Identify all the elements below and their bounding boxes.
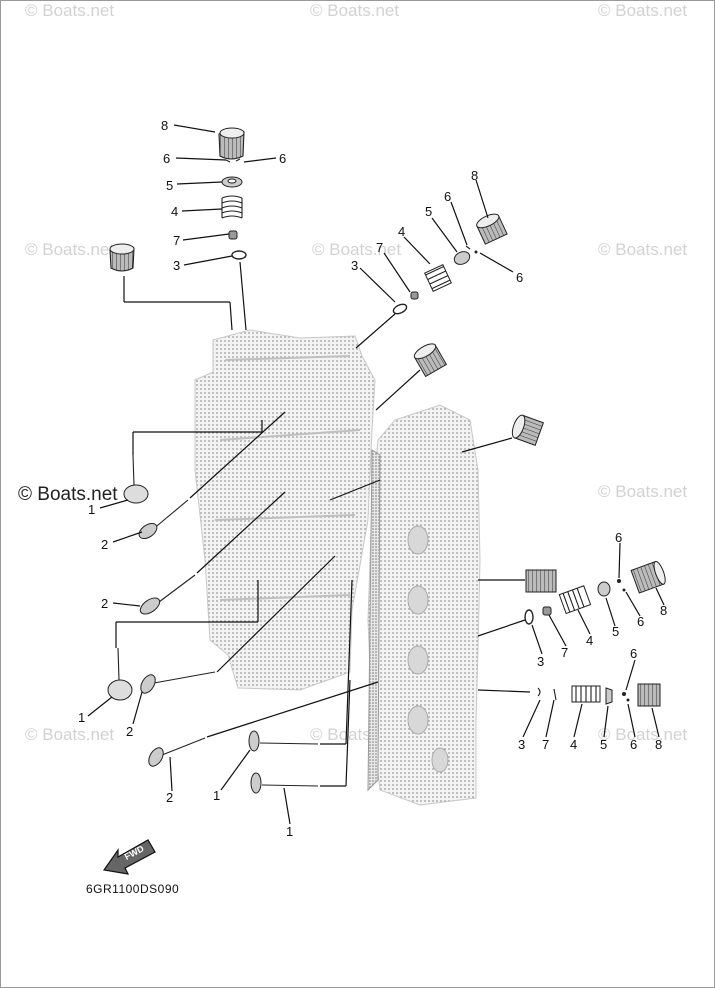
callout-6: 6 bbox=[630, 646, 637, 661]
watermark-text: © Boats.net bbox=[25, 240, 114, 259]
lifter-mid-2 bbox=[461, 414, 545, 453]
watermark-text: © Boats.net bbox=[598, 725, 687, 744]
callout-4: 4 bbox=[570, 737, 577, 752]
callout-6: 6 bbox=[630, 737, 637, 752]
callout-8: 8 bbox=[471, 168, 478, 183]
callout-1: 1 bbox=[213, 788, 220, 803]
valve-stack-right-1 bbox=[477, 560, 666, 637]
callout-8: 8 bbox=[655, 737, 662, 752]
callout-3: 3 bbox=[173, 258, 180, 273]
watermark-text: © Boats.net bbox=[18, 484, 118, 505]
callout-2: 2 bbox=[101, 596, 108, 611]
callout-7: 7 bbox=[542, 737, 549, 752]
callout-8: 8 bbox=[161, 118, 168, 133]
lifter-mid-1 bbox=[375, 343, 448, 411]
watermark-text: © Boats.net bbox=[312, 240, 401, 259]
callout-7: 7 bbox=[376, 240, 383, 255]
callout-5: 5 bbox=[166, 178, 173, 193]
callout-2: 2 bbox=[126, 724, 133, 739]
lifter-upper-left bbox=[109, 243, 135, 272]
callout-4: 4 bbox=[171, 204, 178, 219]
callout-6: 6 bbox=[637, 614, 644, 629]
leader-lines bbox=[87, 124, 665, 825]
callout-3: 3 bbox=[518, 737, 525, 752]
callout-8: 8 bbox=[660, 603, 667, 618]
callout-5: 5 bbox=[425, 204, 432, 219]
cylinder-head-right bbox=[367, 404, 481, 806]
callout-4: 4 bbox=[398, 224, 405, 239]
callout-6: 6 bbox=[444, 189, 451, 204]
callout-2: 2 bbox=[166, 790, 173, 805]
callout-7: 7 bbox=[173, 233, 180, 248]
callout-2: 2 bbox=[101, 537, 108, 552]
callout-6: 6 bbox=[516, 270, 523, 285]
valve-stack-diagonal bbox=[355, 213, 508, 349]
callout-3: 3 bbox=[351, 258, 358, 273]
valve-stack-top bbox=[123, 127, 247, 331]
valve-stack-right-2 bbox=[477, 683, 661, 707]
fwd-arrow-icon: FWD bbox=[102, 839, 156, 875]
valves-left bbox=[107, 411, 381, 794]
callout-6: 6 bbox=[615, 530, 622, 545]
callout-7: 7 bbox=[561, 645, 568, 660]
callout-1: 1 bbox=[78, 710, 85, 725]
callouts: 8 6 6 5 4 7 3 3 7 4 5 6 8 6 1 2 2 1 2 2 … bbox=[78, 118, 667, 839]
watermark-text: © Boats.net bbox=[25, 1, 114, 20]
callout-1: 1 bbox=[88, 502, 95, 517]
callout-3: 3 bbox=[537, 654, 544, 669]
callout-6: 6 bbox=[163, 151, 170, 166]
callout-5: 5 bbox=[612, 624, 619, 639]
watermark-text: © Boats.net bbox=[310, 1, 399, 20]
callout-6: 6 bbox=[279, 151, 286, 166]
cylinder-head-left bbox=[194, 329, 376, 691]
watermarks: © Boats.net © Boats.net © Boats.net © Bo… bbox=[18, 1, 687, 744]
watermark-text: © Boats.net bbox=[25, 725, 114, 744]
watermark-text: © Boats.net bbox=[598, 240, 687, 259]
watermark-text: © Boats.net bbox=[598, 1, 687, 20]
watermark-text: © Boats.net bbox=[598, 482, 687, 501]
callout-5: 5 bbox=[600, 737, 607, 752]
callout-1: 1 bbox=[286, 824, 293, 839]
callout-4: 4 bbox=[586, 633, 593, 648]
diagram-code: 6GR1100DS090 bbox=[86, 882, 179, 896]
